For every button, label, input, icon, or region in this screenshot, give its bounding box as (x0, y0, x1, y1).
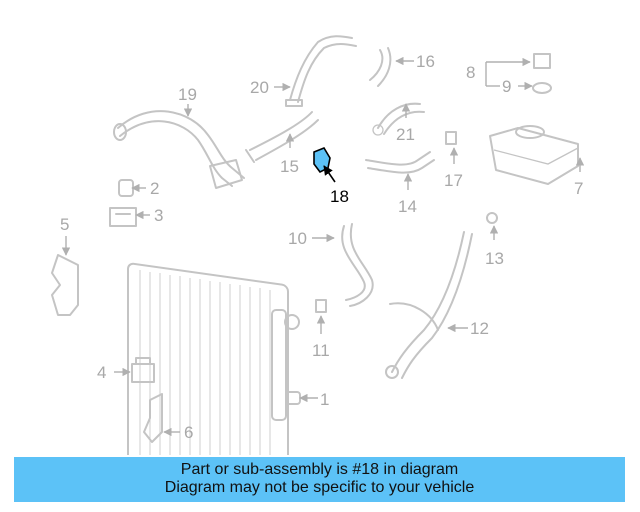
part-18-highlighted (313, 147, 331, 174)
callout-14: 14 (398, 197, 417, 216)
info-banner: Part or sub-assembly is #18 in diagram D… (14, 457, 625, 502)
part-13-shape (486, 212, 498, 224)
part-15-hose (249, 111, 319, 161)
callout-3: 3 (154, 206, 163, 225)
callout-19: 19 (178, 85, 197, 104)
callout-7: 7 (574, 179, 583, 198)
part-17-shape (445, 131, 457, 145)
part-9-shape (532, 82, 552, 94)
part-19-hose (117, 110, 245, 187)
callout-11: 11 (312, 341, 330, 360)
part-6-shape (143, 393, 163, 443)
part-10-hose (341, 223, 374, 307)
part-11-shape (315, 299, 327, 313)
callout-18: 18 (330, 187, 349, 206)
callout-21: 21 (396, 125, 415, 144)
callout-1: 1 (320, 390, 329, 409)
callout-8: 8 (466, 63, 475, 82)
part-14-hose (365, 151, 435, 174)
banner-line-2: Diagram may not be specific to your vehi… (164, 479, 475, 496)
callout-12: 12 (470, 319, 489, 338)
callout-10: 10 (288, 229, 307, 248)
part-7-reservoir (489, 125, 579, 185)
callout-17: 17 (444, 171, 463, 190)
part-20-pipe (289, 35, 357, 103)
parts-diagram: 1 2 3 4 5 6 7 8 9 10 11 12 13 14 15 16 1… (51, 35, 585, 455)
radiator-part (127, 262, 301, 455)
part-4-shape (131, 357, 155, 383)
callout-5: 5 (60, 215, 69, 234)
part-5-shape (51, 254, 79, 316)
part-12-hose (389, 231, 473, 379)
callout-13: 13 (485, 249, 504, 268)
part-3-shape (109, 207, 137, 227)
callout-15: 15 (280, 157, 299, 176)
part-21-pipe (377, 102, 425, 135)
part-16-hose (369, 47, 392, 87)
part-8-shape (533, 53, 551, 69)
callout-20: 20 (250, 78, 269, 97)
banner-line-1: Part or sub-assembly is #18 in diagram (180, 461, 459, 478)
callout-9: 9 (502, 77, 511, 96)
callout-4: 4 (97, 363, 106, 382)
callout-16: 16 (416, 52, 435, 71)
callout-6: 6 (184, 423, 193, 442)
part-2-shape (118, 179, 134, 197)
callout-2: 2 (150, 179, 159, 198)
